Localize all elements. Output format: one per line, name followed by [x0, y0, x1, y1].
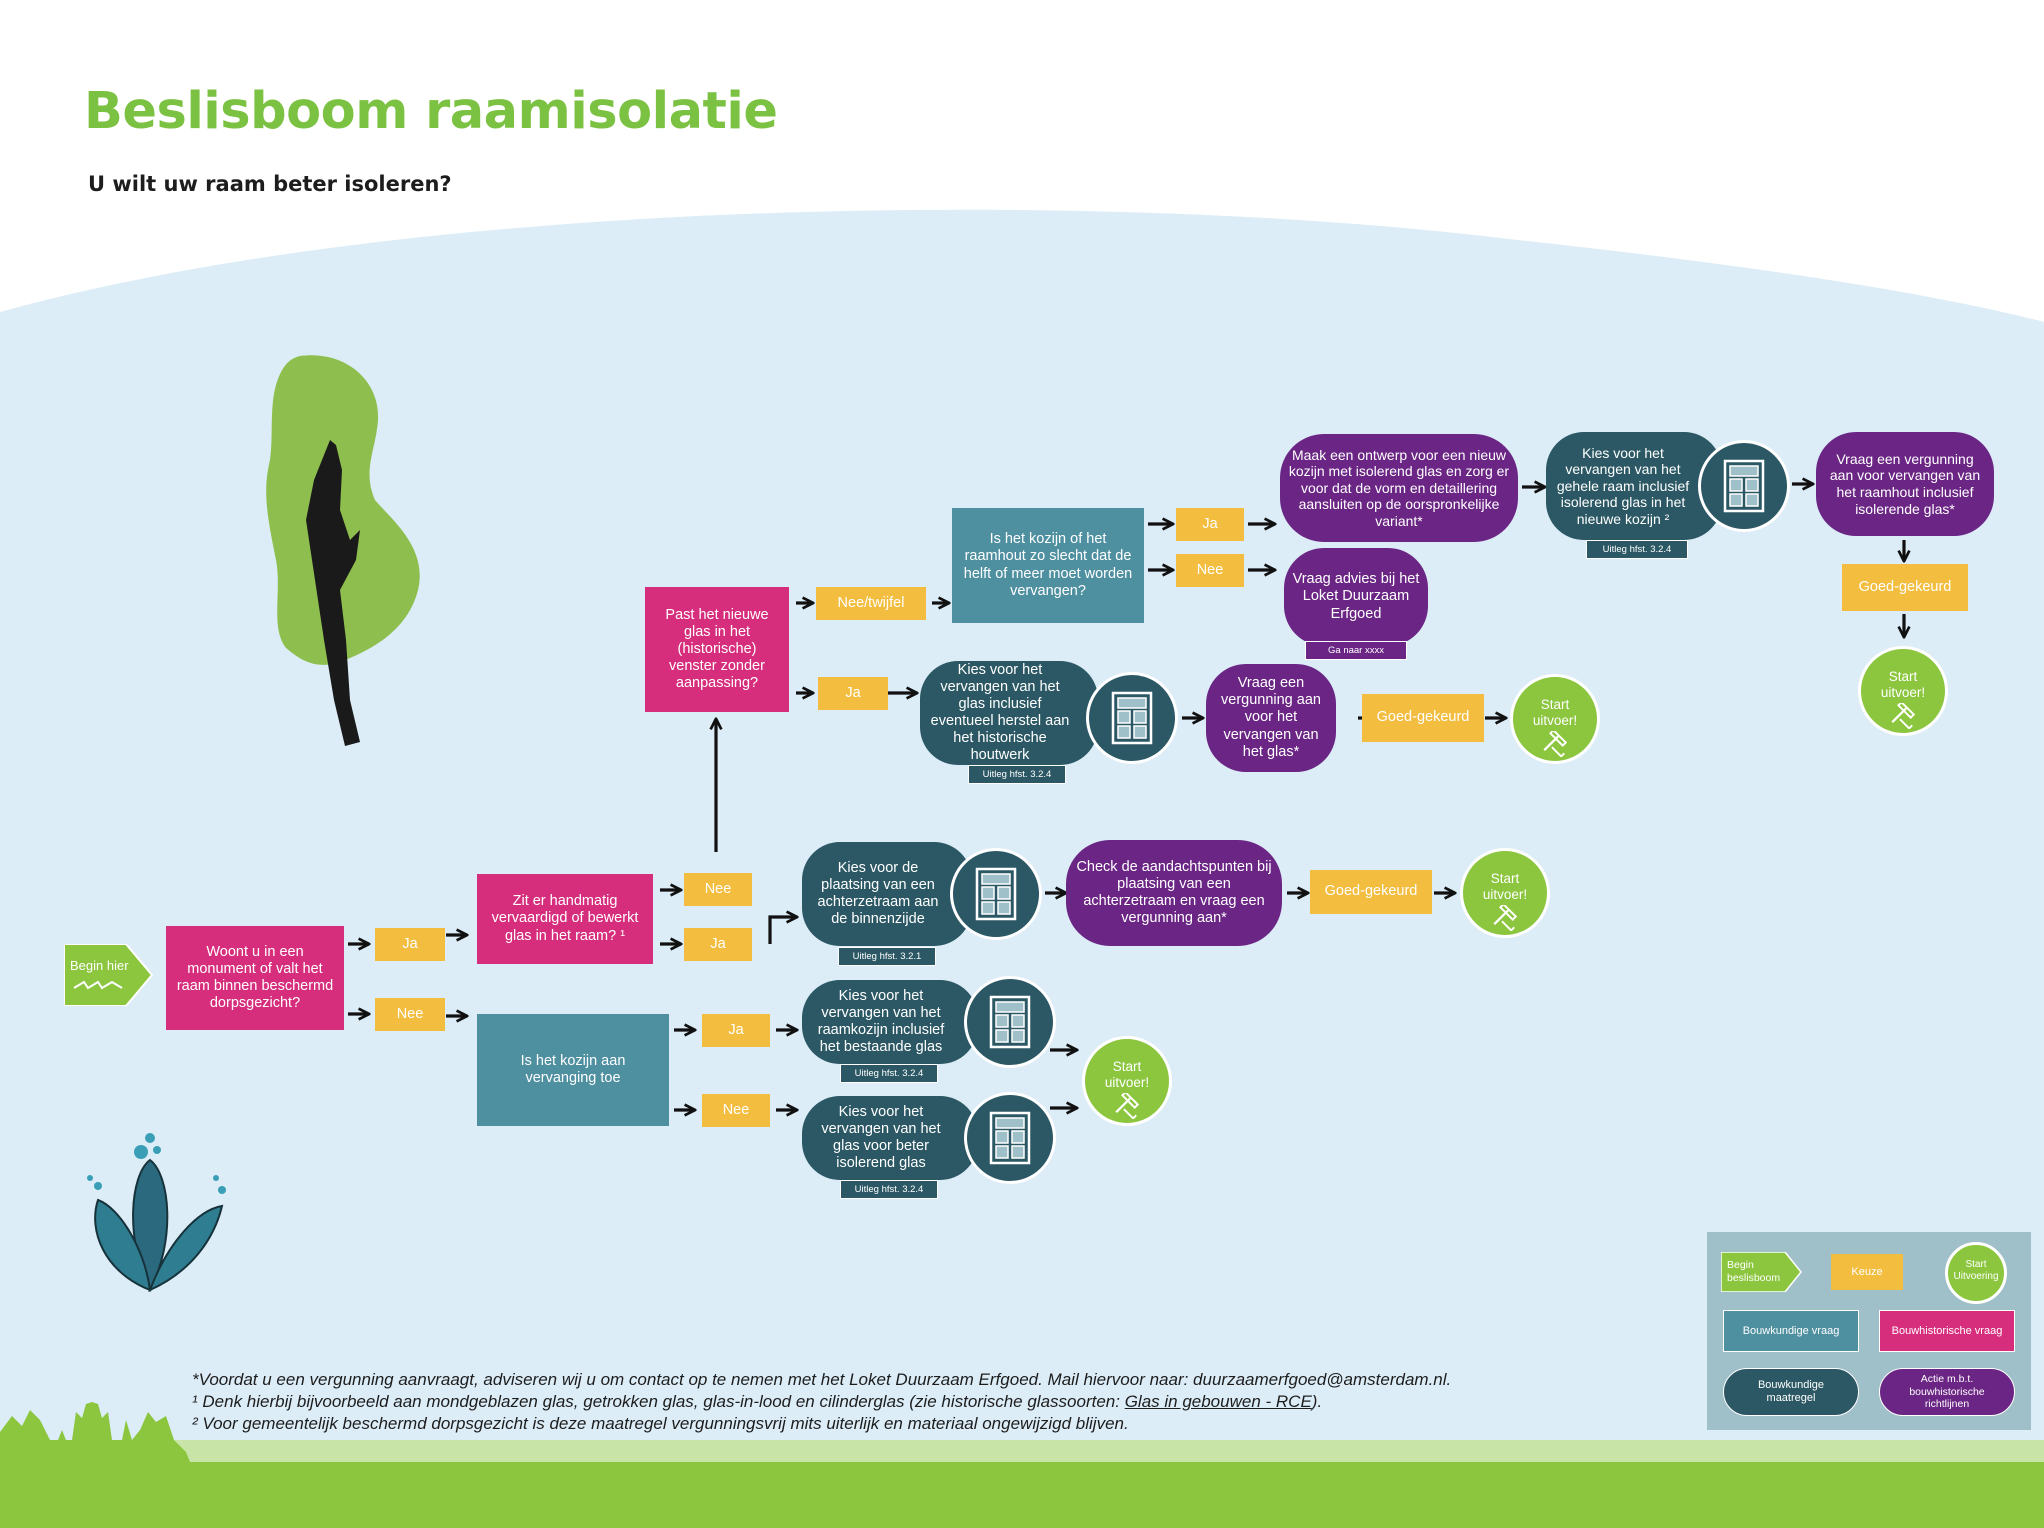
measure-glas-herstel: Kies voor het vervangen van het glas inc…	[920, 661, 1098, 765]
footnote-one-end: ).	[1311, 1392, 1323, 1411]
begin-node[interactable]: Begin hier	[64, 944, 154, 1006]
tree-illustration	[266, 355, 420, 746]
tag-ga-naar[interactable]: Ga naar xxxx	[1305, 641, 1407, 660]
choice-nee-twijfel[interactable]: Nee/twijfel	[816, 587, 926, 620]
question-kozijn-toe: Is het kozijn aan vervanging toe	[477, 1014, 669, 1126]
measure-beter-glas: Kies voor het vervangen van het glas voo…	[802, 1096, 978, 1180]
skyline-silhouette	[0, 1402, 190, 1462]
window-icon-herstel	[1086, 672, 1178, 764]
choice-ja-slecht[interactable]: Ja	[1176, 508, 1244, 541]
legend-begin: Begin beslisboom	[1721, 1252, 1803, 1292]
begin-label: Begin hier	[70, 958, 129, 973]
choice-ja-toe[interactable]: Ja	[702, 1014, 770, 1047]
choice-ja-monument[interactable]: Ja	[375, 928, 445, 961]
tag-uitleg-beter-glas[interactable]: Uitleg hfst. 3.2.4	[840, 1180, 938, 1199]
status-goedgekeurd-glas: Goed-gekeurd	[1362, 694, 1484, 742]
legend-start: Start Uitvoering	[1945, 1242, 2007, 1304]
question-monument: Woont u in een monument of valt het raam…	[166, 926, 344, 1030]
question-kozijn-slecht: Is het kozijn of het raamhout zo slecht …	[952, 508, 1144, 623]
action-check-aandachtspunten: Check de aandachtspunten bij plaatsing v…	[1066, 840, 1282, 946]
start-label: Start uitvoer!	[1880, 669, 1926, 700]
zigzag-arrow-icon	[72, 980, 122, 992]
start-label: Start uitvoer!	[1482, 871, 1528, 902]
question-handmatig-glas: Zit er handmatig vervaardigd of bewerkt …	[477, 874, 653, 964]
choice-ja-handmatig[interactable]: Ja	[684, 928, 752, 961]
window-icon-gehele	[1698, 440, 1790, 532]
question-past-glas: Past het nieuwe glas in het (historische…	[645, 587, 789, 712]
tag-uitleg-achterzetraam[interactable]: Uitleg hfst. 3.2.1	[838, 947, 936, 966]
choice-ja-past[interactable]: Ja	[818, 677, 888, 710]
tag-uitleg-gehele[interactable]: Uitleg hfst. 3.2.4	[1586, 540, 1688, 559]
tag-uitleg-herstel[interactable]: Uitleg hfst. 3.2.4	[968, 765, 1066, 784]
choice-nee-handmatig[interactable]: Nee	[684, 873, 752, 906]
legend-bouwkundige-vraag: Bouwkundige vraag	[1723, 1310, 1859, 1352]
ground-light	[0, 1440, 2044, 1462]
start-uitvoer-top[interactable]: Start uitvoer!	[1858, 646, 1948, 736]
start-uitvoer-glas[interactable]: Start uitvoer!	[1510, 674, 1600, 764]
legend-bouwhistorische-vraag: Bouwhistorische vraag	[1879, 1310, 2015, 1352]
legend-begin-label: Begin beslisboom	[1727, 1259, 1781, 1284]
footnote-one: ¹ Denk hierbij bijvoorbeeld aan mondgebl…	[192, 1392, 1322, 1412]
hammer-icon	[1115, 1092, 1139, 1119]
start-label: Start uitvoer!	[1104, 1059, 1150, 1090]
page-subtitle: U wilt uw raam beter isoleren?	[88, 172, 452, 196]
measure-gehele-raam: Kies voor het vervangen van het gehele r…	[1546, 432, 1722, 540]
measure-raamkozijn: Kies voor het vervangen van het raamkozi…	[802, 980, 978, 1064]
choice-nee-toe[interactable]: Nee	[702, 1094, 770, 1127]
legend-bouwkundige-maatregel: Bouwkundige maatregel	[1723, 1368, 1859, 1416]
start-label: Start uitvoer!	[1532, 697, 1578, 728]
begin-pentagon	[64, 944, 154, 1006]
action-vergunning-raamhout: Vraag een vergunning aan voor vervangen …	[1816, 432, 1994, 536]
status-goedgekeurd-top: Goed-gekeurd	[1842, 564, 1968, 611]
hammer-icon	[1543, 730, 1567, 757]
page-title: Beslisboom raamisolatie	[84, 82, 778, 141]
measure-achterzetraam: Kies voor de plaatsing van een achterzet…	[802, 842, 972, 946]
choice-nee-slecht[interactable]: Nee	[1176, 554, 1244, 587]
legend-keuze: Keuze	[1831, 1254, 1903, 1290]
start-uitvoer-bottom[interactable]: Start uitvoer!	[1082, 1036, 1172, 1126]
legend-actie: Actie m.b.t. bouwhistorische richtlijnen	[1879, 1368, 2015, 1416]
window-icon-beter-glas	[964, 1092, 1056, 1184]
footnote-star: *Voordat u een vergunning aanvraagt, adv…	[192, 1370, 1452, 1389]
action-ontwerp-kozijn: Maak een ontwerp voor een nieuw kozijn m…	[1280, 434, 1518, 542]
window-icon-achterzetraam	[950, 848, 1042, 940]
tag-uitleg-raamkozijn[interactable]: Uitleg hfst. 3.2.4	[840, 1064, 938, 1083]
legend: Begin beslisboom Keuze Start Uitvoering …	[1707, 1232, 2031, 1430]
hammer-icon	[1891, 702, 1915, 729]
choice-nee-monument[interactable]: Nee	[375, 998, 445, 1031]
plant-illustration	[87, 1133, 226, 1293]
ground	[0, 1462, 2044, 1528]
action-vergunning-glas: Vraag een vergunning aan voor het vervan…	[1206, 664, 1336, 772]
action-vraag-advies: Vraag advies bij het Loket Duurzaam Erfg…	[1284, 548, 1428, 646]
footnote-two: ² Voor gemeentelijk beschermd dorpsgezic…	[192, 1414, 1129, 1433]
start-uitvoer-check[interactable]: Start uitvoer!	[1460, 848, 1550, 938]
footnote-one-link[interactable]: Glas in gebouwen - RCE	[1124, 1392, 1312, 1411]
status-goedgekeurd-check: Goed-gekeurd	[1310, 870, 1432, 914]
hammer-icon	[1493, 904, 1517, 931]
footnote-one-text: ¹ Denk hierbij bijvoorbeeld aan mondgebl…	[192, 1392, 1125, 1411]
window-icon-raamkozijn	[964, 976, 1056, 1068]
